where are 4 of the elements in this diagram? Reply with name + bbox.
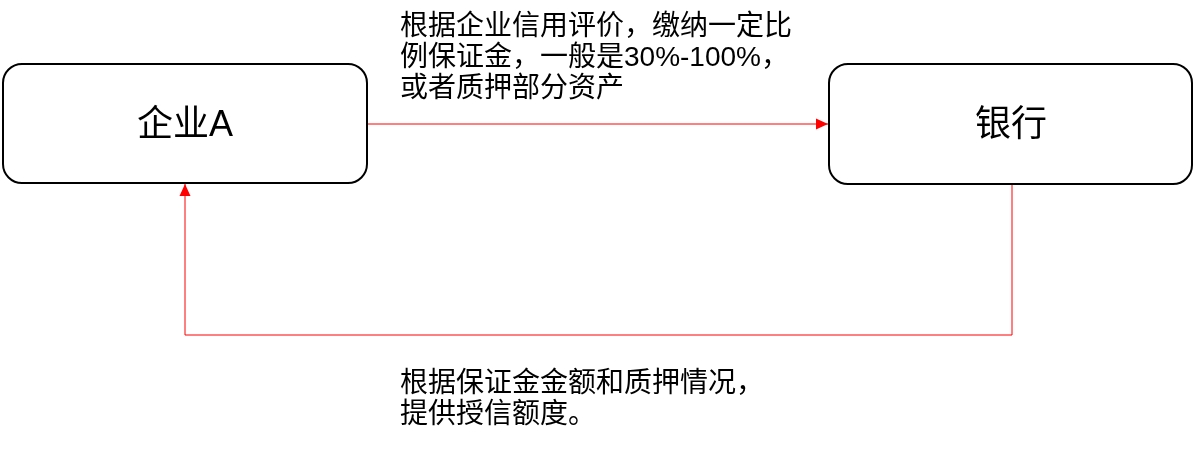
process-box: 银行 — [828, 63, 1193, 185]
arrow — [179, 183, 1013, 336]
arrow — [367, 118, 829, 130]
process-box: 企业A — [2, 63, 368, 184]
